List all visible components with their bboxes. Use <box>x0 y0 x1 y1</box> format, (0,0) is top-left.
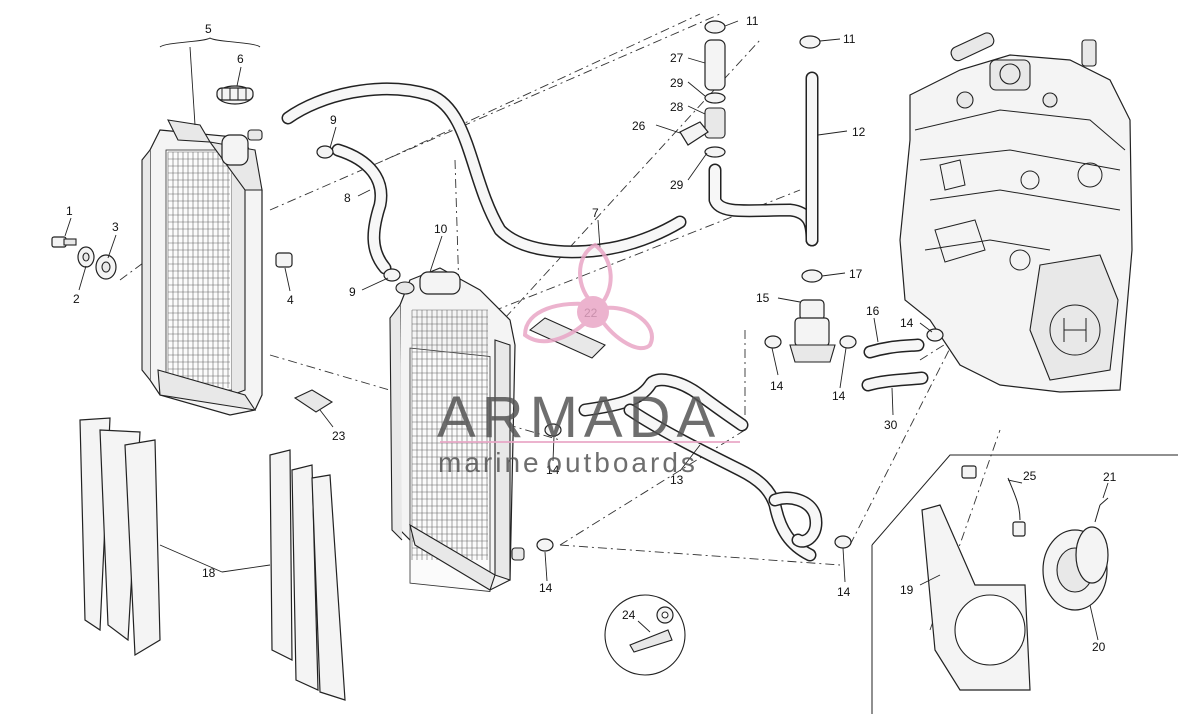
callout-16: 16 <box>866 304 880 318</box>
callout-14: 14 <box>832 389 846 403</box>
thermostat-housing <box>789 299 836 363</box>
callout-30: 30 <box>884 418 898 432</box>
callout-9: 9 <box>330 113 337 127</box>
callout-4: 4 <box>287 293 294 307</box>
callout-20: 20 <box>1092 640 1106 654</box>
callout-8: 8 <box>344 191 351 205</box>
callout-3: 3 <box>112 220 119 234</box>
hoses-16-30 <box>861 338 929 392</box>
callout-17: 17 <box>849 267 863 281</box>
callout-27: 27 <box>670 51 684 65</box>
callout-15: 15 <box>756 291 770 305</box>
engine-assembly <box>899 32 1133 393</box>
callout-11: 11 <box>746 14 759 28</box>
leader-lines <box>64 20 1109 641</box>
callout-14: 14 <box>539 581 553 595</box>
callout-13: 13 <box>670 473 684 487</box>
callout-12: 12 <box>852 125 866 139</box>
callout-10: 10 <box>434 222 448 236</box>
callout-11: 11 <box>843 32 856 46</box>
callout-5: 5 <box>205 22 212 36</box>
callout-labels: 5 6 9 8 1 3 2 4 9 10 7 11 27 29 28 26 29… <box>66 14 1117 654</box>
callout-23: 23 <box>332 429 346 443</box>
hose-7 <box>281 82 687 259</box>
callout-14: 14 <box>546 463 560 477</box>
armada-logo-hub <box>577 296 609 328</box>
armada-watermark: ARMADA marine outboards <box>437 242 740 478</box>
watermark-tagline: marine outboards <box>438 447 698 478</box>
callout-29: 29 <box>670 178 684 192</box>
armada-propeller-logo-icon <box>522 242 654 351</box>
radiator-shrouds <box>79 417 346 701</box>
mounting-hardware <box>51 236 293 280</box>
callout-24: 24 <box>622 608 636 622</box>
clamps-14 <box>536 328 944 552</box>
fan-inset <box>871 454 1178 714</box>
callout-1: 1 <box>66 204 73 218</box>
callout-7: 7 <box>592 206 599 220</box>
upper-hose-assembly <box>679 20 823 283</box>
bracket-24-inset <box>604 594 686 676</box>
hose-13 <box>578 373 823 562</box>
callout-2: 2 <box>73 292 80 306</box>
watermark-brand: ARMADA <box>437 385 721 450</box>
callout-28: 28 <box>670 100 684 114</box>
callout-9: 9 <box>349 285 356 299</box>
callout-29: 29 <box>670 76 684 90</box>
foam-pads <box>293 317 606 413</box>
right-radiator <box>389 267 525 592</box>
callout-25: 25 <box>1023 469 1037 483</box>
callout-18: 18 <box>202 566 216 580</box>
callout-14: 14 <box>770 379 784 393</box>
brace-5 <box>159 37 261 48</box>
callout-26: 26 <box>632 119 646 133</box>
left-radiator <box>141 119 263 416</box>
callout-14: 14 <box>837 585 851 599</box>
callout-19: 19 <box>900 583 914 597</box>
hose-8 <box>331 143 392 275</box>
radiator-cap <box>216 85 254 105</box>
callout-14: 14 <box>900 316 914 330</box>
callout-21: 21 <box>1103 470 1117 484</box>
callout-6: 6 <box>237 52 244 66</box>
